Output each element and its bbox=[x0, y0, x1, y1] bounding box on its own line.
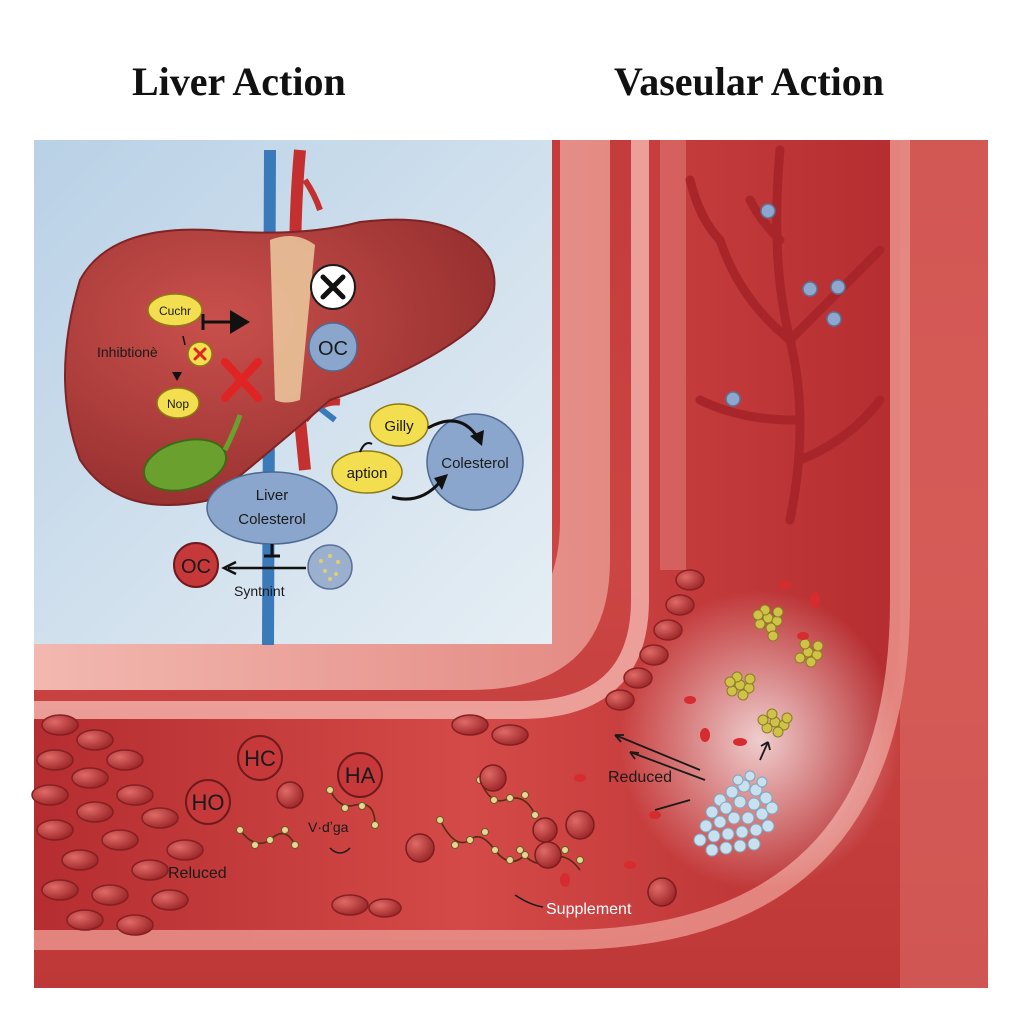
badge-cuchr: Cuchr bbox=[147, 293, 203, 327]
bead-cluster bbox=[693, 770, 779, 857]
label-reduced-right: Reduced bbox=[608, 769, 672, 786]
small-x-badge bbox=[187, 341, 213, 367]
label-supplement: Supplement bbox=[546, 901, 632, 918]
plaque-arrows bbox=[614, 734, 771, 811]
node-oc-bottom-label: OC bbox=[181, 556, 211, 578]
label-inhibition: Inhibtionè bbox=[97, 344, 158, 360]
arrow-liver-down bbox=[264, 544, 280, 558]
oc-center-node: OC bbox=[308, 322, 358, 372]
molecule-ho-label: HO bbox=[192, 790, 225, 815]
vessel-wall-outer bbox=[34, 140, 610, 690]
oc-center-label: OC bbox=[318, 338, 348, 360]
label-reduced-left: Reluced bbox=[168, 865, 227, 882]
heading-liver-action: Liver Action bbox=[132, 59, 346, 104]
badge-aption-label: aption bbox=[347, 465, 388, 482]
red-droplets bbox=[560, 581, 820, 887]
node-liver-colesterol: Liver Colesterol bbox=[206, 471, 338, 545]
label-vdga: V·dʼga bbox=[308, 819, 349, 835]
red-x-mark bbox=[221, 358, 262, 402]
blue-particles bbox=[725, 203, 846, 407]
molecule-hc: HC bbox=[237, 735, 283, 781]
capillary-branches bbox=[685, 145, 885, 525]
badge-nop-label: Nop bbox=[167, 397, 189, 411]
red-spheres bbox=[276, 764, 677, 907]
label-synthesis: Syntnint bbox=[234, 583, 285, 599]
node-colesterol: Colesterol bbox=[426, 413, 524, 511]
node-liver-label-2: Colesterol bbox=[238, 511, 306, 528]
molecule-ha: HA bbox=[337, 752, 383, 798]
molecule-hc-label: HC bbox=[244, 746, 276, 771]
node-liver-label-1: Liver bbox=[256, 487, 289, 504]
gallbladder bbox=[142, 438, 228, 492]
falciform-ligament bbox=[270, 236, 315, 403]
heading-vascular-action: Vaseular Action bbox=[614, 59, 885, 104]
node-colesterol-label: Colesterol bbox=[441, 455, 509, 472]
rbc-stack-curve bbox=[605, 569, 705, 711]
plaque-glow bbox=[620, 590, 900, 890]
molecule-ho: HO bbox=[185, 779, 231, 825]
molecule-beads bbox=[236, 776, 584, 864]
badge-nop: Nop bbox=[156, 387, 200, 419]
arrow-down-nop bbox=[172, 372, 182, 381]
badge-aption: aption bbox=[331, 450, 403, 494]
lipid-clusters bbox=[724, 604, 824, 738]
supplement-arrow bbox=[514, 894, 544, 908]
badge-gilly: Gilly bbox=[369, 403, 429, 447]
node-oc-bottom: OC bbox=[173, 542, 219, 588]
molecule-ha-label: HA bbox=[345, 763, 376, 788]
badge-cuchr-label: Cuchr bbox=[159, 304, 191, 318]
arrow-gilly bbox=[427, 419, 480, 439]
small-molecule-node bbox=[307, 544, 353, 590]
rbc-cluster-left bbox=[31, 714, 529, 936]
arrow-aption bbox=[391, 480, 442, 501]
inhibition-x-circle bbox=[310, 264, 356, 310]
badge-gilly-label: Gilly bbox=[384, 418, 414, 435]
